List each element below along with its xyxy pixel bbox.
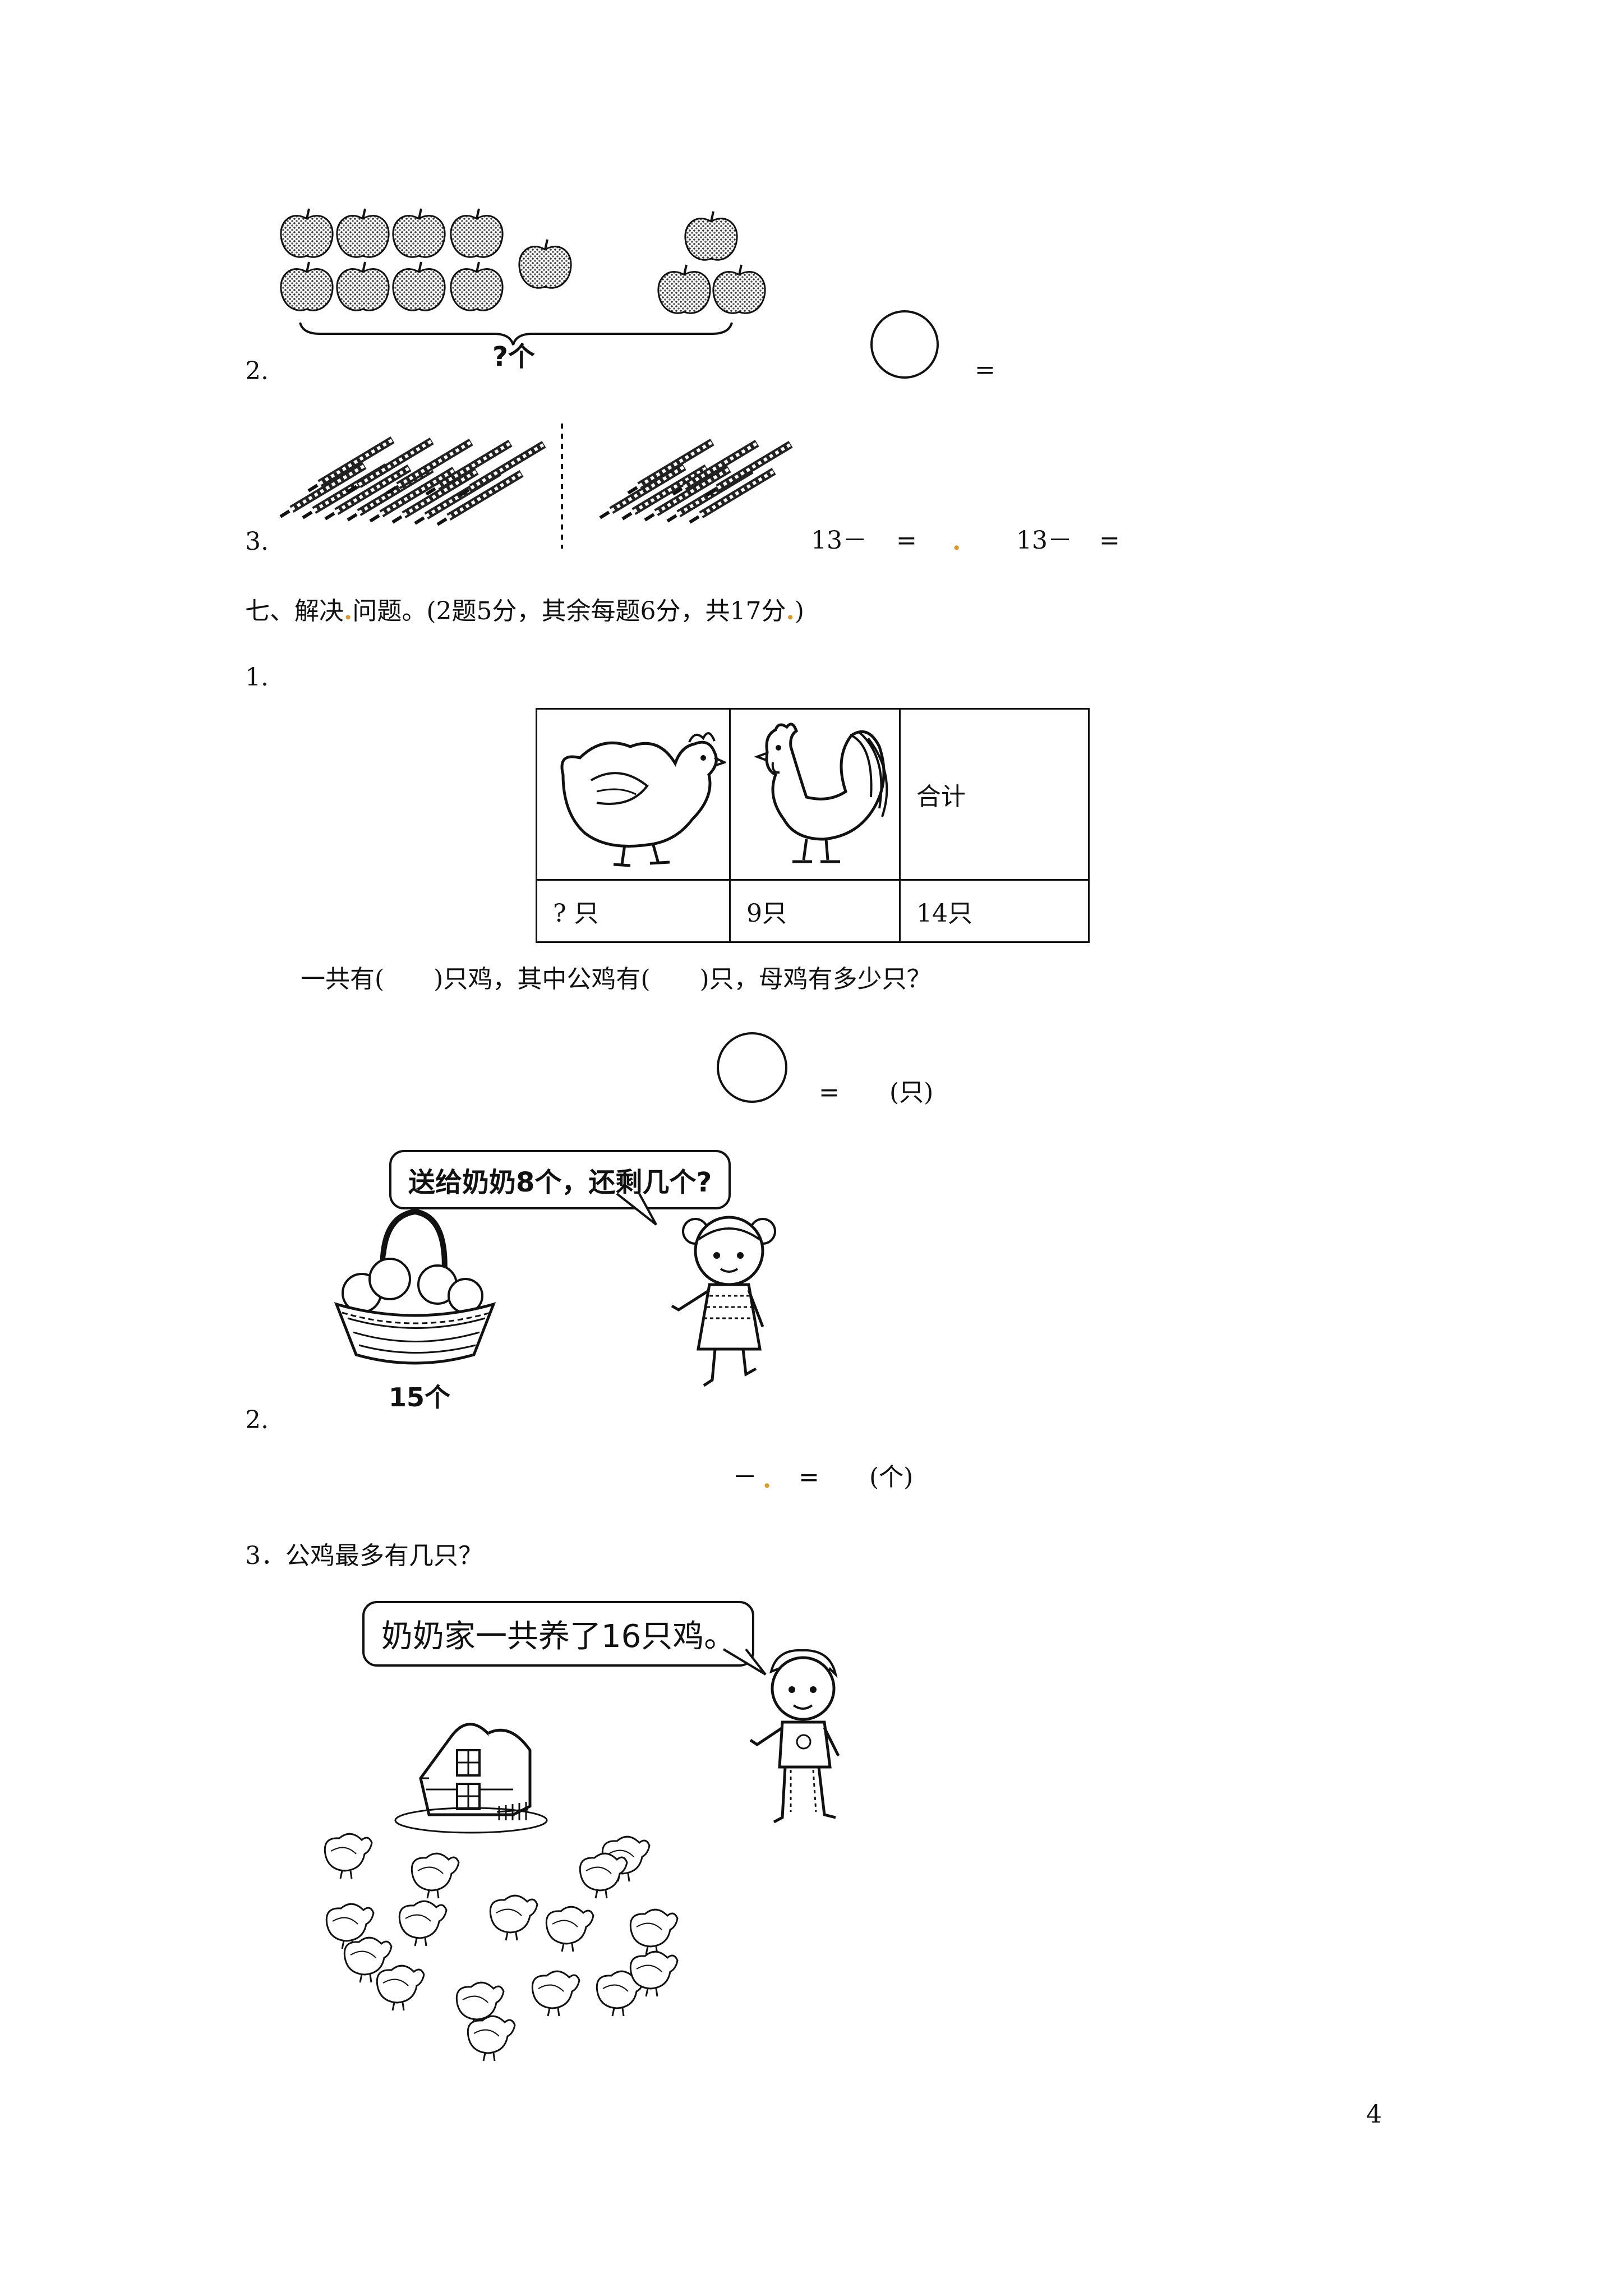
dot-mark: . — [952, 527, 961, 556]
brace — [299, 322, 733, 346]
problem-question: 3．公鸡最多有几只？ — [245, 1542, 483, 1570]
section-heading: 七、解决.问题。(2题5分，其余每题6分，共17分.) — [245, 599, 804, 624]
total-count: 14只 — [899, 879, 1090, 943]
fruit-basket-illustration — [334, 1208, 496, 1365]
brace-label: ?个 — [492, 341, 535, 372]
operator-circle[interactable] — [717, 1032, 787, 1103]
operator-circle[interactable] — [870, 310, 939, 379]
equation-2: 13－ — [1016, 526, 1072, 555]
unit-label: (只) — [889, 1078, 934, 1107]
dot-mark: . — [763, 1465, 772, 1494]
heading-text: ) — [794, 597, 804, 625]
rooster-image — [754, 723, 888, 863]
page-number: 4 — [1366, 2100, 1382, 2129]
boy-illustration — [749, 1649, 840, 1824]
apples-illustration — [279, 208, 767, 346]
equals-sign: = — [799, 1463, 819, 1492]
problem-number: 2. — [245, 1406, 269, 1434]
girl-illustration — [671, 1216, 776, 1387]
unit-label: (个) — [869, 1463, 914, 1492]
item-number: 3. — [245, 527, 269, 556]
item-number: 2. — [245, 357, 269, 385]
basket-label: 15个 — [389, 1382, 451, 1412]
problem-question: 一共有( )只鸡，其中公鸡有( )只，母鸡有多少只？ — [301, 965, 932, 993]
equals-sign: = — [819, 1078, 840, 1107]
total-header: 合计 — [899, 708, 1090, 881]
dot-mark: . — [344, 597, 353, 625]
chicken-table: 合计 ? 只 9只 14只 — [536, 708, 1090, 943]
pencils-illustration — [275, 424, 791, 549]
equals-sign: = — [975, 356, 995, 384]
speech-tail — [616, 1193, 657, 1226]
speech-text: 送给奶奶8个，还剩几个? — [408, 1167, 712, 1198]
heading-text: 问题。(2题5分，其余每题6分，共17分 — [352, 597, 786, 625]
rooster-cell — [729, 708, 901, 881]
dot-mark: . — [786, 597, 795, 625]
minus-sign: － — [732, 1463, 757, 1492]
speech-tail — [722, 1648, 767, 1676]
heading-text: 七、解决 — [245, 597, 344, 625]
speech-bubble: 送给奶奶8个，还剩几个? — [389, 1150, 731, 1209]
rooster-count: 9只 — [729, 879, 901, 943]
equation-1: 13－ — [811, 526, 867, 555]
problem-number: 1. — [245, 663, 269, 692]
speech-bubble: 奶奶家一共养了16只鸡。 — [362, 1601, 755, 1667]
hen-image — [560, 732, 726, 867]
farm-chickens-illustration — [324, 1723, 679, 2062]
hen-count: ? 只 — [536, 879, 731, 943]
equals-sign: = — [896, 526, 917, 555]
hen-cell — [536, 708, 731, 881]
equals-sign: = — [1099, 526, 1120, 555]
speech-text: 奶奶家一共养了16只鸡。 — [381, 1618, 736, 1655]
